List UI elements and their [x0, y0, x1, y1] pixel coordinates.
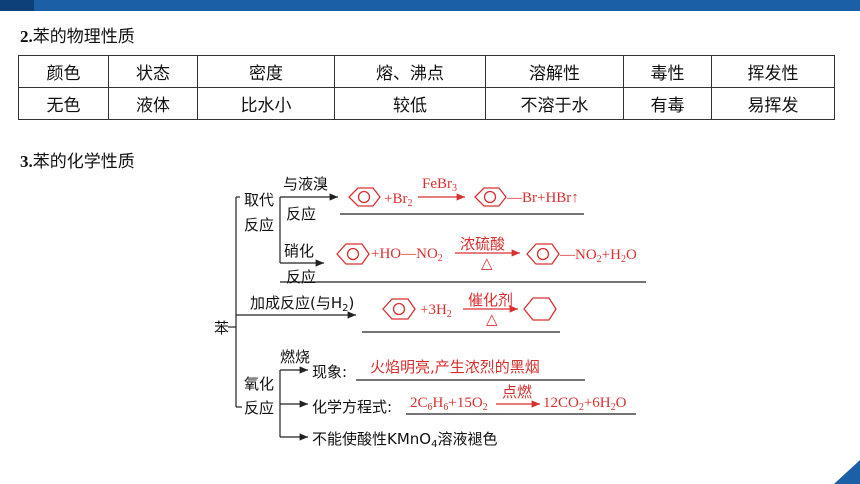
- benzene-ring-icon: [348, 187, 381, 207]
- table-cell: 比水小: [197, 87, 335, 120]
- combustion-equation-right: 12CO2+6H2O: [543, 395, 627, 413]
- table-cell: 易挥发: [711, 87, 835, 120]
- catalyst-condition: 催化剂: [468, 291, 514, 309]
- sulfuric-acid-condition: 浓硫酸: [460, 235, 506, 253]
- benzene-root-label: 苯: [214, 319, 230, 337]
- benzene-ring-icon: [382, 298, 416, 320]
- bromination-label: 与液溴: [283, 175, 329, 193]
- top-banner: [0, 0, 860, 11]
- physical-properties-table: 颜色 状态 密度 熔、沸点 溶解性 毒性 挥发性 无色 液体 比水小 较低 不溶…: [18, 55, 835, 120]
- section-3-number: 3.: [20, 152, 33, 171]
- oxidation-label-top: 氧化: [244, 375, 275, 393]
- table-header-cell: 状态: [108, 55, 198, 88]
- nitrobenzene-product: —NO2+H2O: [560, 247, 637, 265]
- table-header-cell: 颜色: [18, 55, 109, 88]
- phenomenon-answer: 火焰明亮,产生浓烈的黑烟: [370, 358, 540, 376]
- nitration-label-2: 反应: [286, 268, 317, 286]
- oxidation-label-bottom: 反应: [244, 399, 275, 417]
- section-2-number: 2.: [20, 27, 33, 46]
- table-header-cell: 毒性: [623, 55, 712, 88]
- table-cell: 有毒: [623, 87, 712, 120]
- cyclohexane-ring-icon: [523, 297, 557, 321]
- addition-label: 加成反应(与H2): [250, 294, 355, 314]
- table-row: 无色 液体 比水小 较低 不溶于水 有毒 易挥发: [18, 87, 835, 120]
- section-2-title: 苯的物理性质: [32, 27, 135, 47]
- section-2-heading: 2.苯的物理性质: [20, 22, 135, 47]
- corner-decoration: [834, 460, 860, 484]
- kmno4-note: 不能使酸性KMnO4溶液褪色: [312, 430, 498, 450]
- benzene-ring-icon: [336, 243, 370, 265]
- heat-symbol: △: [486, 312, 498, 328]
- bromination-label-2: 反应: [286, 205, 317, 223]
- table-cell: 液体: [108, 87, 198, 120]
- section-3-title: 苯的化学性质: [32, 152, 135, 172]
- combustion-equation-left: 2C6H6+15O2: [410, 395, 488, 413]
- table-cell: 无色: [18, 87, 109, 120]
- nitration-label: 硝化: [284, 242, 315, 260]
- table-header-cell: 密度: [197, 55, 335, 88]
- heat-symbol: △: [481, 256, 493, 272]
- benzene-ring-icon: [474, 187, 507, 207]
- ignition-condition: 点燃: [502, 383, 533, 401]
- table-cell: 不溶于水: [485, 87, 624, 120]
- bromine-reagent: +Br2: [384, 191, 413, 209]
- section-3-heading: 3.苯的化学性质: [20, 147, 135, 172]
- hydrogen-reagent: +3H2: [420, 302, 452, 320]
- combustion-label: 燃烧: [280, 348, 311, 366]
- substitution-label-top: 取代: [244, 191, 275, 209]
- benzene-ring-icon: [526, 243, 560, 265]
- nitric-acid-reagent: +HO—NO2: [371, 246, 443, 264]
- substitution-label-bottom: 反应: [244, 216, 275, 234]
- equation-label: 化学方程式:: [312, 398, 393, 416]
- febr3-catalyst: FeBr3: [422, 176, 457, 194]
- top-banner-accent: [0, 0, 34, 11]
- table-cell: 较低: [334, 87, 486, 120]
- bromobenzene-product: —Br+HBr↑: [507, 190, 579, 206]
- phenomenon-label: 现象:: [312, 363, 348, 381]
